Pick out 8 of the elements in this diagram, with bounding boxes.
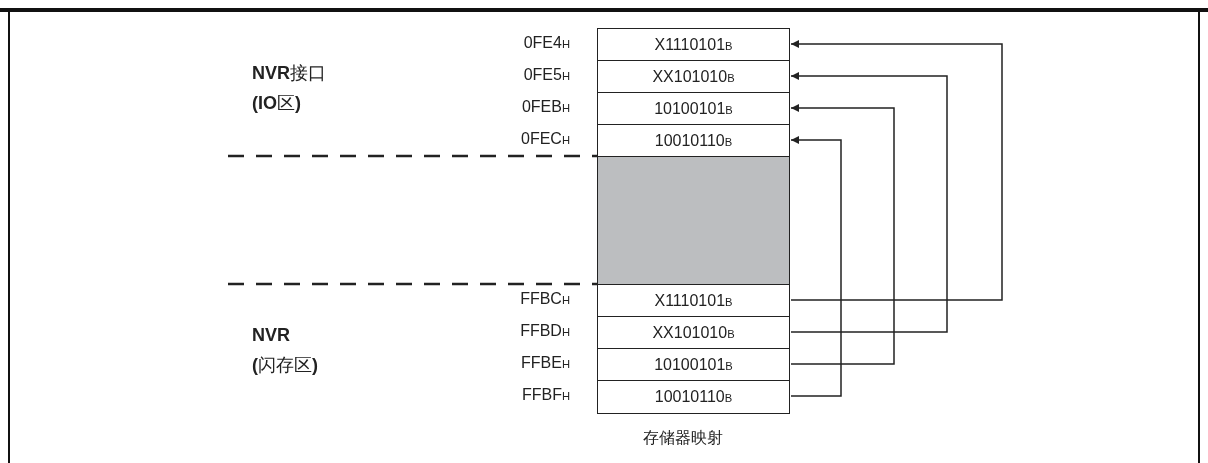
map-caption: 存储器映射 <box>643 428 723 448</box>
region-label: NVR接口 (IO区) <box>252 62 327 115</box>
arrow <box>790 72 948 333</box>
reserved-area <box>597 156 790 286</box>
arrow <box>790 40 1003 301</box>
region-label: NVR (闪存区) <box>252 324 319 377</box>
arrow <box>790 104 895 365</box>
arrow <box>790 136 842 397</box>
